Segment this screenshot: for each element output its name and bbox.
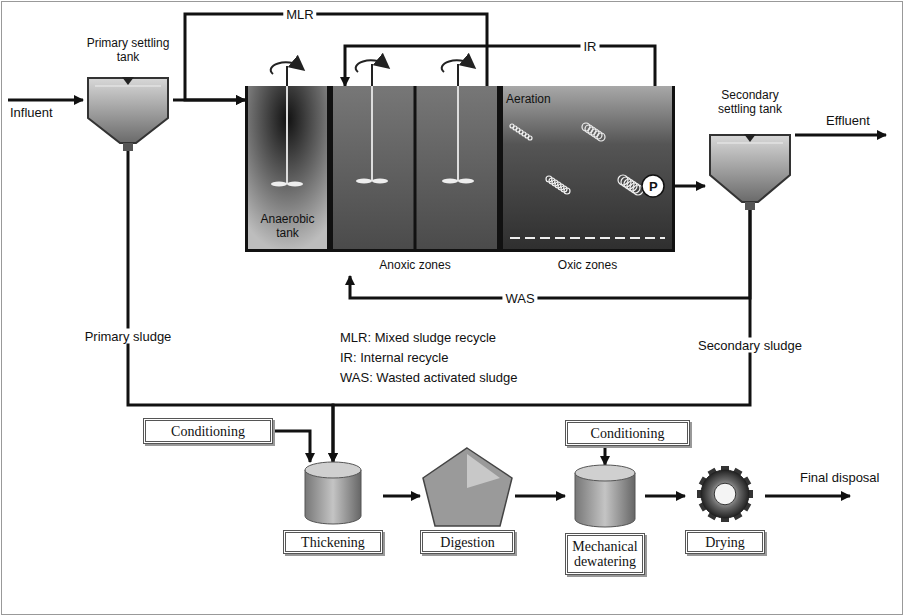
process-unit: Digestion bbox=[420, 448, 515, 554]
unit-label: Oxic zones bbox=[500, 258, 675, 272]
unit-label: Digestion bbox=[420, 530, 515, 554]
process-unit: Thickening bbox=[283, 462, 383, 554]
unit-label: Conditioning bbox=[171, 424, 245, 439]
flow-line bbox=[383, 495, 420, 498]
unit-label: Mechanical dewatering bbox=[565, 533, 645, 575]
flow-line bbox=[645, 495, 685, 498]
edge-label: WAS bbox=[502, 291, 537, 306]
process-box: Conditioning bbox=[565, 420, 690, 446]
abbreviation-note: IR: Internal recycle bbox=[340, 350, 448, 365]
abbreviation-note: WAS: Wasted activated sludge bbox=[340, 370, 518, 385]
unit-shape bbox=[330, 86, 500, 276]
flow-line bbox=[604, 446, 607, 465]
edge-label: MLR bbox=[283, 7, 316, 22]
abbreviation-note: MLR: Mixed sludge recycle bbox=[340, 330, 496, 345]
edge-label: Primary sludge bbox=[82, 329, 175, 344]
flow-label: Final disposal bbox=[800, 470, 880, 485]
unit-label: Conditioning bbox=[591, 426, 665, 441]
process-unit: Drying bbox=[685, 466, 765, 554]
process-box: Conditioning bbox=[143, 418, 273, 444]
flow-line bbox=[273, 431, 310, 462]
flow-label: Influent bbox=[10, 105, 53, 120]
unit-label: Anoxic zones bbox=[330, 258, 500, 272]
flow-line bbox=[345, 46, 655, 86]
unit-label: Thickening bbox=[283, 530, 383, 554]
process-unit: AerationOxic zones bbox=[500, 86, 675, 276]
process-unit: Secondary settling tank bbox=[705, 88, 795, 210]
process-unit: Anoxic zones bbox=[330, 86, 500, 276]
flow-label: Effluent bbox=[826, 113, 870, 128]
unit-shape bbox=[500, 86, 675, 276]
flow-line bbox=[515, 495, 565, 498]
edge-label: IR bbox=[581, 39, 600, 54]
process-unit: Anaerobic tank bbox=[245, 86, 330, 252]
unit-label: Secondary settling tank bbox=[705, 88, 795, 116]
unit-label: Aeration bbox=[506, 92, 551, 106]
unit-label: Primary settling tank bbox=[83, 36, 173, 64]
unit-label: Drying bbox=[685, 530, 765, 554]
flow-line bbox=[675, 185, 705, 188]
process-unit: Mechanical dewatering bbox=[565, 465, 645, 577]
edge-label: Secondary sludge bbox=[695, 338, 805, 353]
pump-symbol-label: P bbox=[649, 179, 658, 194]
unit-label: Anaerobic tank bbox=[249, 212, 326, 240]
process-unit: Primary settling tank bbox=[83, 36, 173, 151]
